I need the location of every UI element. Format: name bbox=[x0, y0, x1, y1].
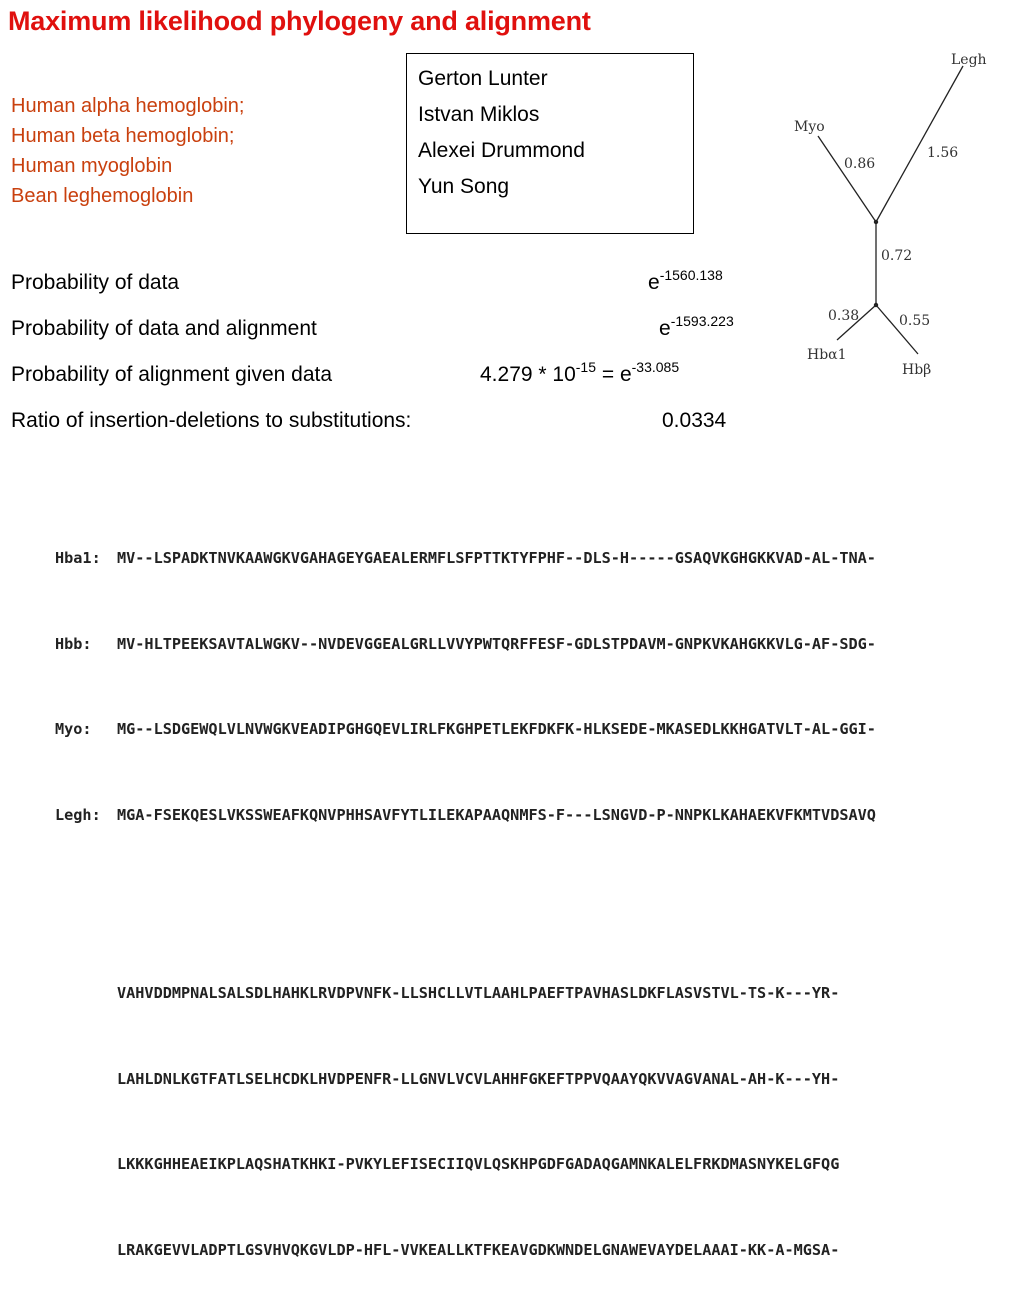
leaf-label-hbb: Hbβ bbox=[902, 362, 931, 378]
prob-data-label: Probability of data bbox=[11, 271, 180, 294]
leaf-label-myo: Myo bbox=[794, 119, 825, 135]
alignment-row: LKKKGHHEAEIKPLAQSHATKHKI-PVKYLEFISECIIQV… bbox=[55, 1150, 876, 1179]
protein-item: Human myoglobin bbox=[11, 155, 173, 177]
sequence-residues: MV-HLTPEEKSAVTALWGKV--NVDEVGGEALGRLLVVYP… bbox=[117, 634, 876, 653]
author-name: Yun Song bbox=[418, 175, 510, 198]
sequence-residues: LRAKGEVVLADPTLGSVHVQKGVLDP-HFL-VVKEALLKT… bbox=[117, 1240, 840, 1259]
sequence-name: Legh: bbox=[55, 805, 101, 824]
value-exponent: -33.085 bbox=[631, 359, 680, 375]
branch-legh bbox=[875, 65, 964, 223]
indel-ratio-value: 0.0334 bbox=[662, 409, 727, 432]
sequence-residues: MV--LSPADKTNVKAAWGKVGAHAGEYGAEALERMFLSFP… bbox=[117, 549, 876, 567]
alignment-row: LRAKGEVVLADPTLGSVHVQKGVLDP-HFL-VVKEALLKT… bbox=[55, 1236, 876, 1265]
alignment-row: LAHLDNLKGTFATLSELHCDKLHVDPENFR-LLGNVLVCV… bbox=[55, 1065, 876, 1094]
branch-hba1 bbox=[836, 304, 877, 341]
alignment-row: Hbb: MV-HLTPEEKSAVTALWGKV--NVDEVGGEALGRLL… bbox=[55, 630, 876, 659]
protein-item: Human beta hemoglobin; bbox=[11, 125, 235, 147]
protein-item: Human alpha hemoglobin; bbox=[11, 95, 245, 117]
slide-title: Maximum likelihood phylogeny and alignme… bbox=[8, 6, 591, 36]
value-mantissa-exponent: -15 bbox=[575, 359, 596, 375]
indel-ratio-label: Ratio of insertion-deletions to substitu… bbox=[11, 409, 412, 432]
alignment-row: Hba1: MV--LSPADKTNVKAAWGKVGAHAGEYGAEALERM… bbox=[55, 544, 876, 573]
authors-box: Gerton Lunter Istvan Miklos Alexei Drumm… bbox=[406, 53, 694, 234]
author-name: Gerton Lunter bbox=[418, 67, 548, 90]
value-base: e bbox=[619, 363, 632, 386]
sequence-name: Hbb: bbox=[55, 634, 92, 653]
prob-alignment-given-data-value: 4.279 * 10-15 = e-33.085 bbox=[480, 360, 679, 387]
prob-data-alignment-value: e-1593.223 bbox=[659, 314, 734, 341]
leaf-label-hba1: Hbα1 bbox=[807, 347, 847, 363]
prob-data-alignment-label: Probability of data and alignment bbox=[11, 317, 317, 340]
alignment-row: Legh: MGA-FSEKQESLVKSSWEAFKQNVPHHSAVFYTLI… bbox=[55, 801, 876, 830]
sequence-residues: LKKKGHHEAEIKPLAQSHATKHKI-PVKYLEFISECIIQV… bbox=[117, 1155, 840, 1173]
branch-length-legh: 1.56 bbox=[927, 145, 958, 161]
sequence-alignment: Hba1: MV--LSPADKTNVKAAWGKVGAHAGEYGAEALERM… bbox=[55, 487, 876, 1293]
sequence-residues: VAHVDDMPNALSALSDLHAHKLRVDPVNFK-LLSHCLLVT… bbox=[117, 984, 840, 1002]
tree-node bbox=[873, 219, 879, 225]
alignment-row: VAHVDDMPNALSALSDLHAHKLRVDPVNFK-LLSHCLLVT… bbox=[55, 979, 876, 1008]
protein-item: Bean leghemoglobin bbox=[11, 185, 194, 207]
prob-data-value: e-1560.138 bbox=[648, 268, 723, 295]
sequence-name: Hba1: bbox=[55, 549, 101, 567]
branch-hbb bbox=[875, 304, 919, 355]
protein-list: Human alpha hemoglobin; Human beta hemog… bbox=[11, 91, 245, 211]
value-mantissa: 4.279 * 10 bbox=[480, 363, 576, 386]
branch-length-hbb: 0.55 bbox=[899, 313, 930, 329]
sequence-residues: MGA-FSEKQESLVKSSWEAFKQNVPHHSAVFYTLILEKAP… bbox=[117, 805, 876, 824]
value-exponent: -1560.138 bbox=[659, 267, 723, 283]
sequence-residues: MG--LSDGEWQLVLNVWGKVEADIPGHGQEVLIRLFKGHP… bbox=[117, 720, 876, 738]
value-exponent: -1593.223 bbox=[670, 313, 734, 329]
author-name: Istvan Miklos bbox=[418, 103, 540, 126]
sequence-residues: LAHLDNLKGTFATLSELHCDKLHVDPENFR-LLGNVLVCV… bbox=[117, 1069, 840, 1088]
value-base: e bbox=[659, 317, 671, 340]
prob-alignment-given-data-label: Probability of alignment given data bbox=[11, 363, 333, 386]
branch-length-internal: 0.72 bbox=[881, 248, 912, 264]
phylogeny-tree: Legh Myo Hbα1 Hbβ 1.56 0.86 0.72 0.38 0.… bbox=[794, 52, 987, 378]
branch-myo bbox=[817, 135, 877, 223]
branch-length-hba1: 0.38 bbox=[828, 308, 859, 324]
equals-sign: = bbox=[601, 363, 615, 386]
value-base: e bbox=[648, 271, 660, 294]
tree-node bbox=[873, 302, 879, 308]
branch-length-myo: 0.86 bbox=[844, 156, 875, 172]
leaf-label-legh: Legh bbox=[951, 52, 987, 68]
sequence-name: Myo: bbox=[55, 720, 92, 738]
alignment-row: Myo: MG--LSDGEWQLVLNVWGKVEADIPGHGQEVLIRLF… bbox=[55, 715, 876, 744]
author-name: Alexei Drummond bbox=[418, 139, 585, 162]
